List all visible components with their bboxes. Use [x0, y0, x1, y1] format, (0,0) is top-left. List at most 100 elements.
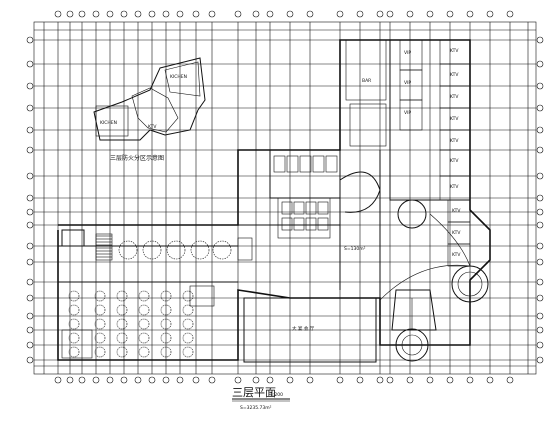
- axis-bubble: [536, 126, 544, 134]
- banquet-hall: 大 宴 会 厅: [243, 297, 377, 363]
- round-table: [160, 304, 172, 316]
- round-table: [68, 290, 80, 302]
- core-cell: [273, 155, 286, 173]
- axis-bubble: [26, 60, 34, 68]
- axis-bubble: [26, 242, 34, 250]
- core-cell: [305, 201, 317, 215]
- vip-room: [399, 99, 423, 131]
- ktv-room-label: KTV: [452, 230, 461, 236]
- drawing-scale: 1:200: [270, 392, 283, 398]
- axis-bubble: [208, 10, 216, 18]
- axis-bubble: [162, 10, 170, 18]
- axis-bubble: [426, 10, 434, 18]
- axis-bubble: [336, 10, 344, 18]
- round-table: [68, 318, 80, 330]
- ktv-room-label: KTV: [450, 158, 459, 164]
- drawing-title: 三层平面: [232, 386, 276, 399]
- round-table: [94, 332, 106, 344]
- round-table: [160, 332, 172, 344]
- ktv-block: KTVKTVKTVKTVKTVKTVKTVVIPVIPVIPKTVKTVKTV …: [345, 39, 471, 267]
- banquet-tables: [68, 240, 232, 358]
- ktv-room-label: KTV: [450, 184, 459, 190]
- axis-bubble: [26, 278, 34, 286]
- round-table: [116, 304, 128, 316]
- axis-bubble: [536, 312, 544, 320]
- axis-bubble: [106, 376, 114, 384]
- axis-bubble: [536, 326, 544, 334]
- ktv-room-label: KTV: [450, 138, 459, 144]
- core-cell: [286, 155, 299, 173]
- axis-bubble: [148, 376, 156, 384]
- axis-bubble: [134, 10, 142, 18]
- axis-bubble: [426, 376, 434, 384]
- round-table: [138, 346, 150, 358]
- ktv-room-label: KTV: [452, 208, 461, 214]
- axis-bubble: [26, 82, 34, 90]
- round-table: [182, 290, 194, 302]
- round-table: [68, 332, 80, 344]
- round-table: [116, 318, 128, 330]
- round-table: [160, 290, 172, 302]
- round-table: [138, 290, 150, 302]
- key-plan-label-2: KTV: [148, 124, 157, 130]
- bar-label: BAR: [362, 78, 371, 84]
- axis-bubble: [536, 172, 544, 180]
- axis-bubble: [26, 146, 34, 154]
- central-core: S=130m²: [269, 149, 381, 252]
- core-cell: [281, 217, 293, 231]
- axis-bubble: [26, 104, 34, 112]
- round-table: [94, 290, 106, 302]
- axis-bubble: [286, 10, 294, 18]
- axis-bubble: [176, 10, 184, 18]
- round-table: [182, 346, 194, 358]
- axis-bubble: [536, 294, 544, 302]
- core-cell: [317, 217, 329, 231]
- axis-bubble: [234, 10, 242, 18]
- round-table: [138, 304, 150, 316]
- axis-bubble: [306, 10, 314, 18]
- axis-bubble: [26, 126, 34, 134]
- core-cell: [293, 217, 305, 231]
- axis-bubble: [66, 376, 74, 384]
- axis-bubble: [26, 341, 34, 349]
- axis-bubble: [120, 376, 128, 384]
- axis-bubble: [92, 376, 100, 384]
- vip-room-label: VIP: [404, 50, 411, 56]
- axis-bubble: [192, 10, 200, 18]
- core-cell: [281, 201, 293, 215]
- round-table: [166, 240, 186, 260]
- core-cell: [293, 201, 305, 215]
- key-plan: KICHEN KTV KICHEN 三层防火分区示意图: [93, 57, 206, 162]
- axis-bubble: [466, 10, 474, 18]
- axis-bubble: [536, 341, 544, 349]
- axis-bubble: [306, 376, 314, 384]
- round-table: [94, 318, 106, 330]
- axis-bubble: [26, 356, 34, 364]
- axis-bubble: [386, 10, 394, 18]
- axis-bubble: [120, 10, 128, 18]
- axis-bubble: [356, 10, 364, 18]
- axis-bubble: [536, 208, 544, 216]
- vip-room-label: VIP: [404, 110, 411, 116]
- axis-bubble: [536, 356, 544, 364]
- round-table: [116, 346, 128, 358]
- key-plan-title: 三层防火分区示意图: [110, 154, 164, 162]
- axis-bubble: [336, 376, 344, 384]
- axis-bubble: [486, 10, 494, 18]
- axis-bubble: [356, 376, 364, 384]
- drawing-title-block: 三层平面 1:200 S=3235.73m²: [232, 386, 290, 411]
- ktv-room-label: KTV: [450, 116, 459, 122]
- axis-bubble: [26, 194, 34, 202]
- round-table: [68, 304, 80, 316]
- axis-bubble: [266, 376, 274, 384]
- round-table: [212, 240, 232, 260]
- round-table: [94, 304, 106, 316]
- axis-bubble: [26, 258, 34, 266]
- axis-bubble: [78, 10, 86, 18]
- round-table: [142, 240, 162, 260]
- axis-bubble: [536, 146, 544, 154]
- left-service: [61, 229, 253, 359]
- round-table: [116, 290, 128, 302]
